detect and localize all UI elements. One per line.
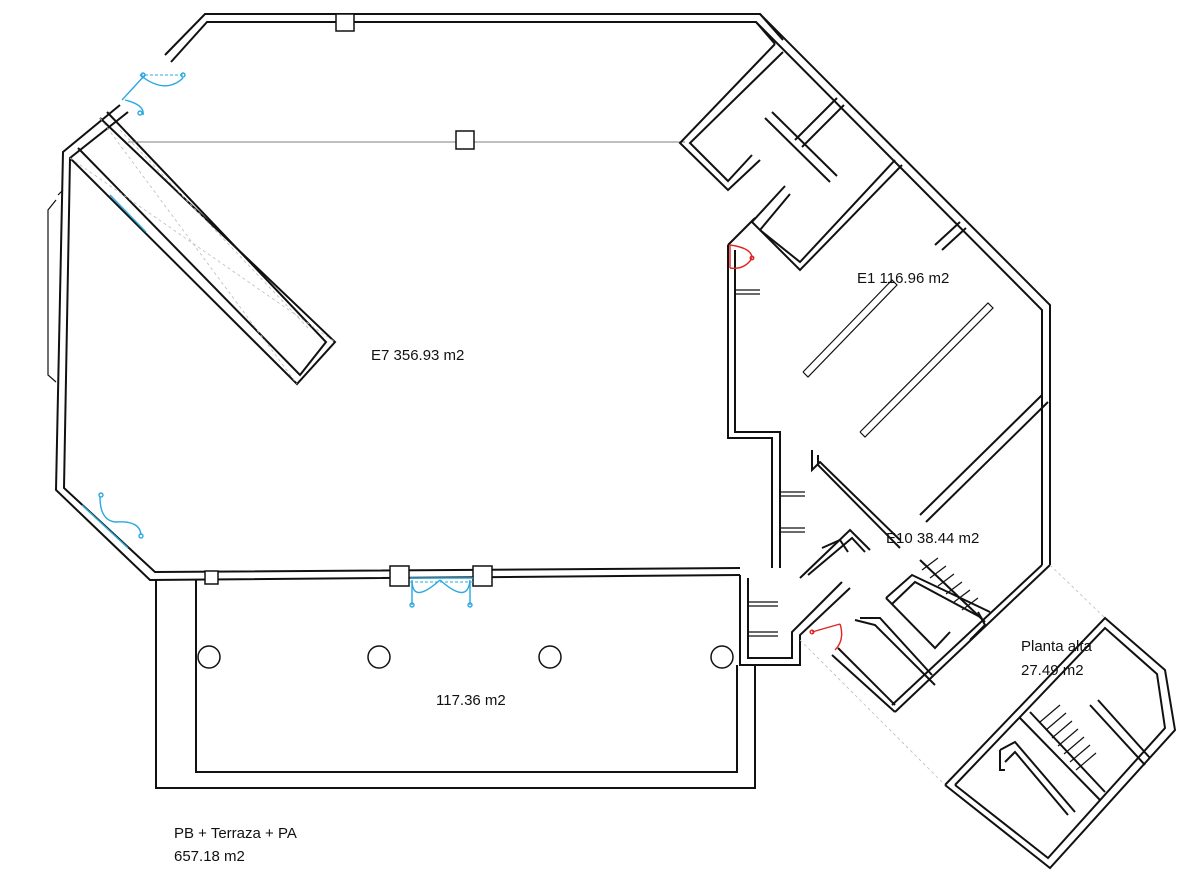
stair-treads bbox=[921, 557, 979, 611]
room-label-e10: E10 38.44 m2 bbox=[886, 530, 980, 547]
upper-stair-treads bbox=[1039, 704, 1097, 771]
diagonal-skylight bbox=[69, 111, 337, 386]
terrace bbox=[155, 580, 756, 789]
east-wing-partitions bbox=[678, 43, 1051, 713]
room-label-terrace: 117.36 m2 bbox=[436, 692, 506, 709]
summary-line-1: PB + Terraza + PA bbox=[174, 825, 297, 842]
summary-line-2: 657.18 m2 bbox=[174, 848, 245, 865]
room-label-e7: E7 356.93 m2 bbox=[371, 347, 465, 364]
beam-and-columns bbox=[128, 13, 685, 587]
outer-wall bbox=[47, 13, 1051, 582]
room-label-upper-title: Planta alta bbox=[1021, 638, 1092, 655]
glass-doors bbox=[81, 72, 473, 608]
upper-floor bbox=[799, 564, 1177, 870]
room-label-e1: E1 116.96 m2 bbox=[857, 270, 950, 287]
room-label-upper-area: 27.49 m2 bbox=[1021, 662, 1084, 679]
swing-doors bbox=[729, 244, 843, 651]
